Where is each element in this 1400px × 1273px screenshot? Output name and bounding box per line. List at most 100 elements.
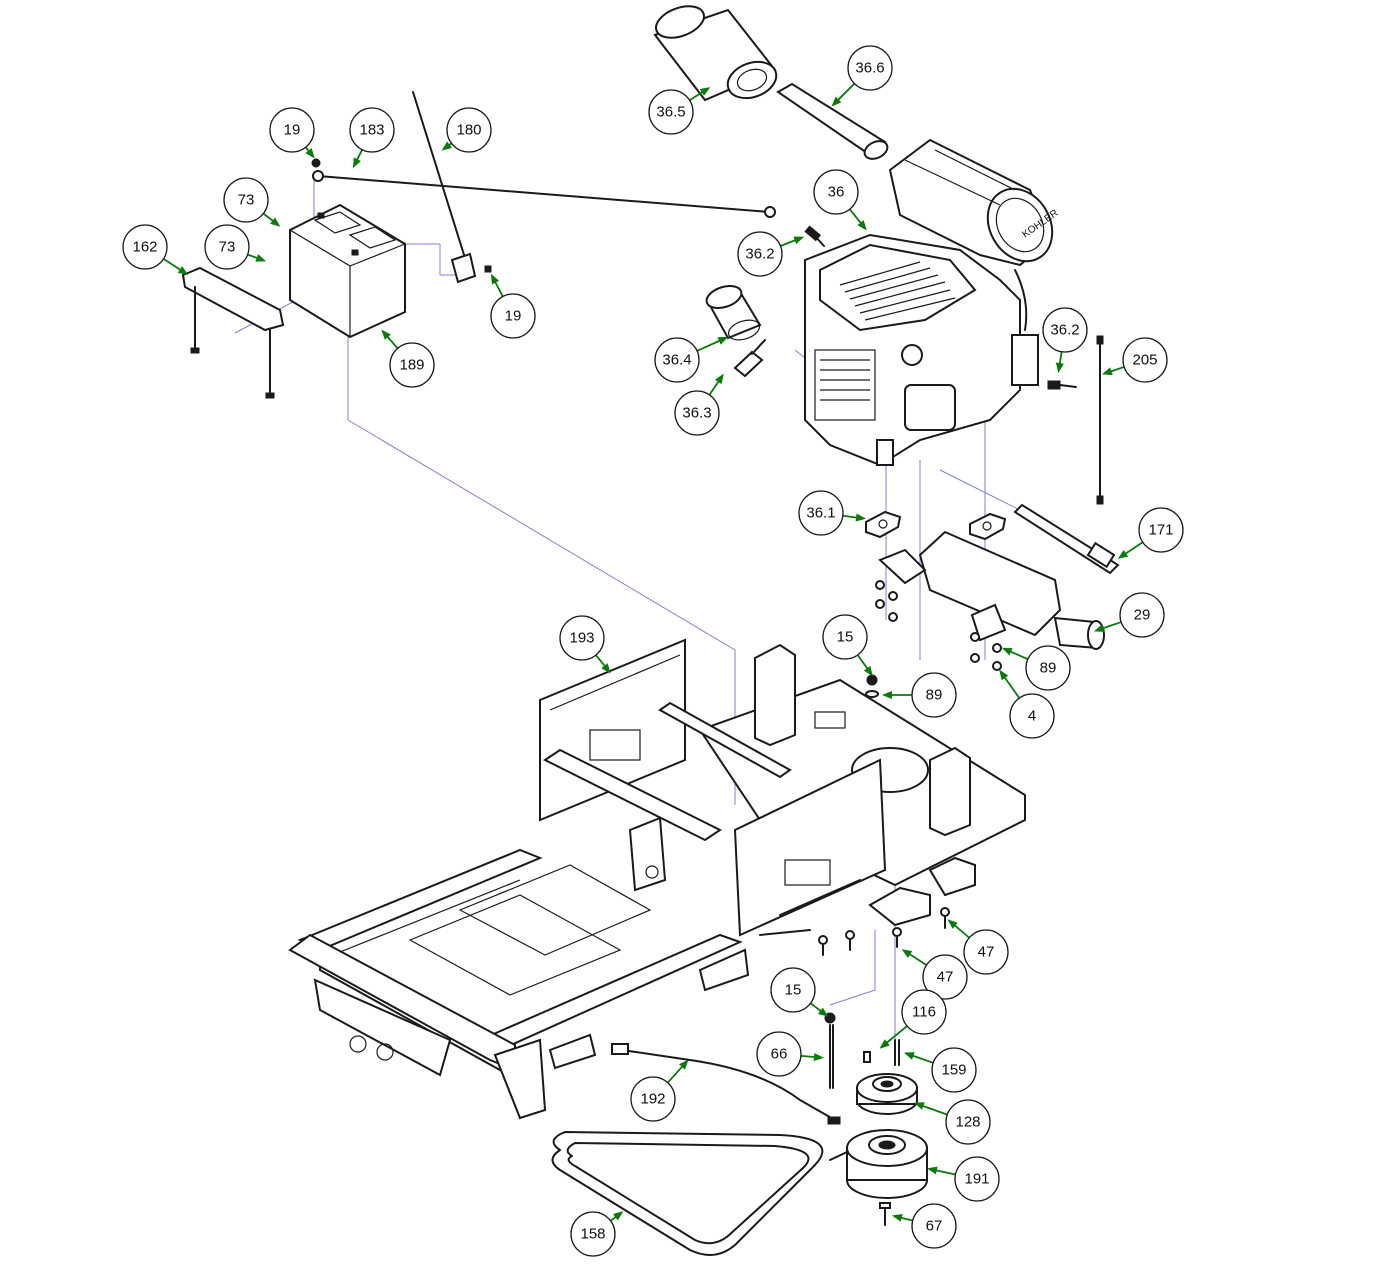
callout-leader <box>780 238 798 247</box>
engine-mounting-bolts <box>818 907 950 956</box>
callout-bubble <box>446 107 492 153</box>
battery <box>289 203 406 339</box>
callout-arrowhead <box>678 1059 689 1070</box>
callout-arrowhead <box>490 273 500 285</box>
callout-arrowhead <box>1101 367 1113 375</box>
callout-arrowhead <box>926 1166 938 1175</box>
callout-bubble <box>901 989 947 1035</box>
callout-number: 15 <box>837 629 854 646</box>
callout-bubble <box>770 967 816 1013</box>
callout-arrowhead <box>793 236 805 245</box>
callout-bubble <box>931 1047 977 1093</box>
callout-number: 162 <box>132 239 157 256</box>
callout-leader <box>385 334 399 349</box>
callout-bubble <box>737 231 783 277</box>
callout-bubble <box>674 390 720 436</box>
pto-spacer <box>856 1073 918 1115</box>
callout-leader <box>163 258 183 272</box>
engine-cooling-fins <box>839 261 956 321</box>
callout-bubble <box>813 169 859 215</box>
callout-number: 89 <box>926 687 943 704</box>
main-frame <box>288 638 1026 1120</box>
callout-leader <box>849 208 863 225</box>
air-cleaner-element <box>653 5 778 102</box>
callout-bubble <box>922 954 968 1000</box>
callout-leader <box>1003 675 1021 699</box>
callout-leader <box>1101 621 1122 630</box>
callout-number: 36.1 <box>806 505 835 522</box>
callout-number: 36.3 <box>682 405 711 422</box>
callout-number: 67 <box>926 1218 943 1235</box>
callout-15: 15 <box>822 614 873 677</box>
callout-36-3: 36.3 <box>674 373 724 436</box>
engine-mount-nut <box>865 674 879 698</box>
callout-arrowhead <box>901 949 913 958</box>
callout-116: 116 <box>879 989 947 1049</box>
callout-leader <box>493 280 504 297</box>
callout-arrowhead <box>1117 550 1129 559</box>
callout-205: 205 <box>1101 337 1168 383</box>
callout-89: 89 <box>1001 645 1071 691</box>
muffler <box>878 530 1105 650</box>
callout-leader <box>355 149 363 162</box>
callout-15: 15 <box>770 967 829 1017</box>
callout-leader <box>689 90 705 101</box>
oil-drain-hose <box>1096 335 1104 505</box>
air-cleaner-housing: KOHLER <box>888 138 1060 267</box>
callout-number: 128 <box>955 1114 980 1131</box>
callout-bubble <box>1119 592 1165 638</box>
terminal-nut <box>311 158 492 273</box>
pto-bolt <box>824 1012 836 1089</box>
pto-clutch <box>829 1129 928 1199</box>
callout-73: 73 <box>204 224 267 270</box>
callout-number: 116 <box>912 1004 936 1021</box>
air-cleaner-inner-element <box>776 82 889 160</box>
callout-arrowhead <box>381 329 391 340</box>
callout-number: 36 <box>828 184 845 201</box>
callout-36-2: 36.2 <box>737 231 805 277</box>
callout-leader <box>899 1216 913 1222</box>
callout-47: 47 <box>901 949 968 1000</box>
engine <box>804 233 1039 467</box>
callout-bubble <box>822 614 868 660</box>
callout-arrowhead <box>352 157 361 169</box>
callout-number: 29 <box>1134 607 1151 624</box>
callout-number: 205 <box>1132 352 1157 369</box>
callout-bubble <box>963 929 1009 975</box>
callout-number: 36.2 <box>745 246 774 263</box>
callout-number: 191 <box>964 1171 989 1188</box>
callout-arrowhead <box>855 513 867 522</box>
callout-bubble <box>1025 645 1071 691</box>
callout-number: 19 <box>284 122 301 139</box>
callout-number: 180 <box>456 122 481 139</box>
callout-89: 89 <box>882 672 957 718</box>
callout-bubble <box>756 1031 802 1077</box>
callout-leader <box>953 923 970 939</box>
callout-arrowhead <box>999 669 1009 681</box>
spark-plug-left <box>804 225 825 247</box>
exhaust-tailpipe <box>1013 503 1120 575</box>
callout-bubble <box>490 293 536 339</box>
callout-4: 4 <box>999 669 1055 739</box>
callout-162: 162 <box>122 224 189 275</box>
callout-number: 47 <box>937 969 954 986</box>
callout-leader <box>667 1064 684 1084</box>
callout-bubble <box>798 490 844 536</box>
spark-plug-right <box>1047 380 1077 390</box>
callout-leader <box>696 339 722 352</box>
callout-leader <box>836 82 856 102</box>
callout-36-4: 36.4 <box>654 336 729 383</box>
callout-bubble <box>648 89 694 135</box>
callout-leader <box>1008 650 1029 661</box>
callout-leader <box>595 654 607 668</box>
callout-arrowhead <box>913 1102 925 1110</box>
callout-bubble <box>654 337 700 383</box>
callout-bubble <box>559 615 605 661</box>
exhaust-gasket-right <box>969 512 1007 541</box>
callout-number: 89 <box>1040 660 1057 677</box>
callout-number: 159 <box>941 1062 966 1079</box>
callout-number: 36.2 <box>1050 322 1079 339</box>
callout-189: 189 <box>381 329 435 388</box>
callout-bubble <box>269 107 315 153</box>
callout-47: 47 <box>947 919 1009 975</box>
